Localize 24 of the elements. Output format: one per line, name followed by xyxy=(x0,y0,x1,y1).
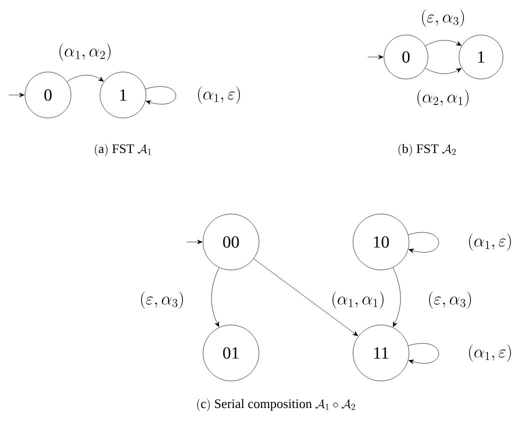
caption: $\mathrm{(c)~Serial~composition}~\mathcal{A}_1\circ\mathcal{A}_2$ xyxy=(197,398,356,411)
edge-label: $(\alpha_1, \alpha_2)$ xyxy=(56,42,114,62)
edge-label: $(\alpha_1, \varepsilon)$ xyxy=(466,343,514,363)
arrow xyxy=(186,240,202,244)
arrow xyxy=(392,267,401,328)
arrow xyxy=(425,68,462,74)
caption: $\mathrm{(b)~FST}~\mathcal{A}_2$ xyxy=(398,144,456,156)
edge-label: $(\varepsilon, \alpha_3)$ xyxy=(138,290,186,310)
arrow xyxy=(425,40,462,46)
edge-label: $(\alpha_1, \varepsilon)$ xyxy=(466,232,514,252)
arrow xyxy=(408,343,439,364)
arrow xyxy=(368,54,384,60)
arrow xyxy=(408,232,439,253)
edge-label: $(\alpha_1, \varepsilon)$ xyxy=(196,85,242,105)
arrow xyxy=(8,92,24,98)
edge-label: $(\varepsilon, \alpha_3)$ xyxy=(420,8,466,28)
arrow xyxy=(66,75,104,82)
edge-label: $(\alpha_1, \alpha_1)$ xyxy=(330,290,386,310)
edge-label: $(\varepsilon, \alpha_3)$ xyxy=(426,290,474,310)
arrow xyxy=(211,267,220,328)
arrow xyxy=(253,258,358,336)
caption: $\mathrm{(a)~FST}~\mathcal{A}_1$ xyxy=(94,144,152,156)
arrow xyxy=(145,86,176,105)
edge-label: $(\alpha_2, \alpha_1)$ xyxy=(414,88,472,108)
